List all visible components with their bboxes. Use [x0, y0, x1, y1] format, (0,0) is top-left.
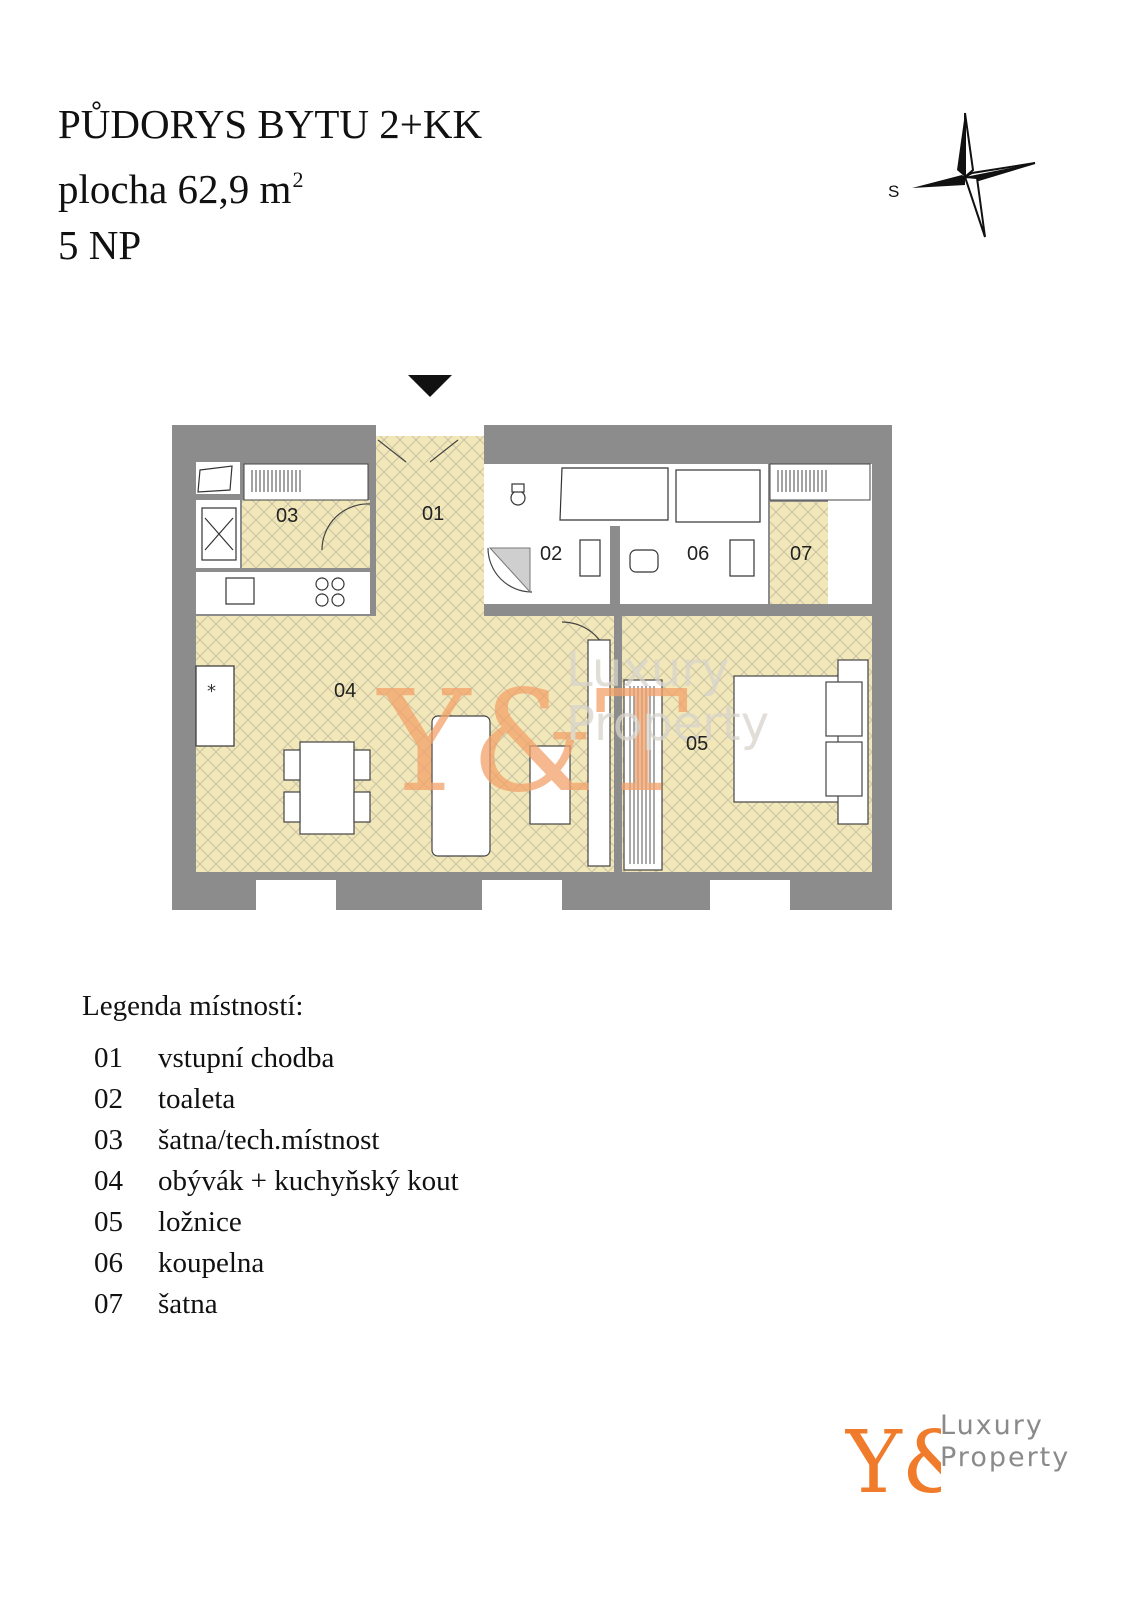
legend-name: toaleta: [158, 1083, 236, 1115]
room-legend: Legenda místností: 01 vstupní chodba 02 to…: [82, 986, 459, 1325]
legend-num: 06: [94, 1247, 123, 1279]
legend-name: šatna: [158, 1288, 218, 1320]
entrance-arrow-icon: [408, 375, 452, 397]
legend-name: obývák + kuchyňský kout: [158, 1165, 459, 1197]
floor-line: 5 NP: [58, 222, 142, 268]
area-exponent: 2: [292, 167, 304, 192]
legend-row: 07 šatna: [82, 1284, 459, 1325]
legend-num: 05: [94, 1206, 123, 1238]
room-03-floor: [242, 500, 370, 568]
legend-row: 05 ložnice: [82, 1202, 459, 1243]
room-label-02: 02: [540, 543, 562, 565]
legend-row: 02 toaleta: [82, 1079, 459, 1120]
room-label-04: 04: [334, 680, 356, 702]
watermark-line2: Property: [566, 696, 769, 752]
svg-text:*: *: [207, 681, 216, 702]
compass-label: S: [888, 182, 899, 201]
legend-row: 06 koupelna: [82, 1243, 459, 1284]
plan-watermark: Y&T Luxury Property: [376, 642, 769, 824]
legend-num: 01: [94, 1042, 123, 1074]
legend-num: 04: [94, 1165, 123, 1197]
room-label-05: 05: [686, 733, 708, 755]
room-07-floor: [770, 502, 828, 604]
floor-plan: * Y&T Luxury Property: [172, 375, 892, 910]
title-block: PŮDORYS BYTU 2+KK plocha 62,9 m2 5 NP: [58, 96, 482, 273]
logo-mark: Y&T: [845, 1413, 941, 1513]
legend-row: 04 obývák + kuchyňský kout: [82, 1161, 459, 1202]
room-04-floor: [196, 616, 614, 872]
logo-mark-icon: Y&T: [844, 1413, 1036, 1513]
plan-title: PŮDORYS BYTU 2+KK: [58, 101, 483, 147]
legend-num: 02: [94, 1083, 123, 1115]
room-01-floor: [376, 436, 484, 616]
legend-num: 03: [94, 1124, 123, 1156]
logo-text: Luxury Property: [940, 1410, 1070, 1474]
area-line: plocha 62,9 m2: [58, 152, 482, 217]
logo-line1: Luxury: [940, 1410, 1044, 1441]
logo-line2: Property: [940, 1442, 1071, 1473]
room-label-07: 07: [790, 543, 812, 565]
watermark-mark: Y&T: [376, 661, 688, 824]
room-label-03: 03: [276, 505, 298, 527]
legend-num: 07: [94, 1288, 123, 1320]
legend-name: ložnice: [158, 1206, 242, 1238]
legend-name: vstupní chodba: [158, 1042, 335, 1074]
room-label-01: 01: [422, 503, 444, 525]
area-text: plocha 62,9 m: [58, 166, 292, 212]
legend-name: šatna/tech.místnost: [158, 1124, 380, 1156]
legend-name: koupelna: [158, 1247, 265, 1279]
company-logo: Y&T Luxury Property: [844, 1392, 1085, 1522]
watermark-line1: Luxury: [566, 642, 729, 698]
legend-title: Legenda místností:: [82, 990, 304, 1022]
legend-row: 03 šatna/tech.místnost: [82, 1120, 459, 1161]
room-label-06: 06: [687, 543, 709, 565]
legend-row: 01 vstupní chodba: [82, 1038, 459, 1079]
compass-icon: S: [888, 112, 1036, 238]
